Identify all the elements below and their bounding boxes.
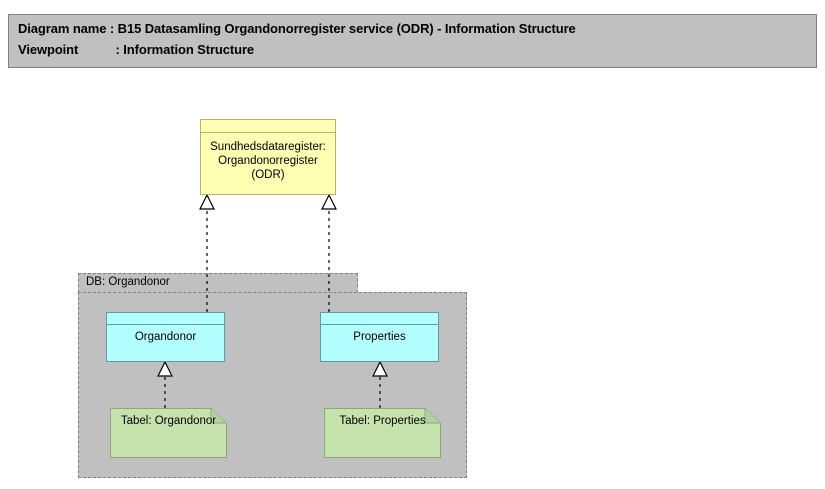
node-tabel-properties-label: Tabel: Properties [339,415,426,427]
viewpoint-label: Viewpoint [18,42,79,57]
relation-organdonor-to-odr [199,193,215,312]
note-shape-icon [324,408,441,458]
viewpoint-separator: : [115,42,124,57]
diagram-name-line: Diagram name : B15 Datasamling Organdono… [18,21,576,36]
viewpoint-line: Viewpoint : Information Structure [18,42,254,57]
node-odr-label: Sundhedsdataregister: Organdonorregister… [210,141,326,181]
note-shape-icon [110,408,227,458]
node-odr[interactable]: Sundhedsdataregister: Organdonorregister… [200,119,336,195]
node-tabel-properties[interactable]: Tabel: Properties [324,408,441,458]
connector-layer [157,193,388,408]
diagram-header-banner: Diagram name : B15 Datasamling Organdono… [8,14,817,68]
node-tabel-organdonor-label: Tabel: Organdonor [120,415,217,427]
node-header-strip [107,313,224,325]
diagram-name-label: Diagram name : [18,21,115,36]
node-organdonor[interactable]: Organdonor [106,312,225,362]
node-header-strip [201,120,335,133]
node-properties-label: Properties [353,331,406,343]
diagram-name-value: B15 Datasamling Organdonorregister servi… [117,21,576,36]
node-properties[interactable]: Properties [320,312,439,362]
relation-tabel-properties-to-properties [372,360,388,408]
diagram-canvas: DB: Organdonor [0,68,825,489]
node-header-strip [321,313,438,325]
package-label: DB: Organdonor [86,276,170,288]
node-organdonor-label: Organdonor [134,331,197,343]
viewpoint-value: Information Structure [123,42,255,57]
node-tabel-organdonor[interactable]: Tabel: Organdonor [110,408,227,458]
package-tab: DB: Organdonor [78,273,358,293]
relation-properties-to-odr [321,193,337,312]
relation-tabel-organdonor-to-organdonor [157,360,173,408]
